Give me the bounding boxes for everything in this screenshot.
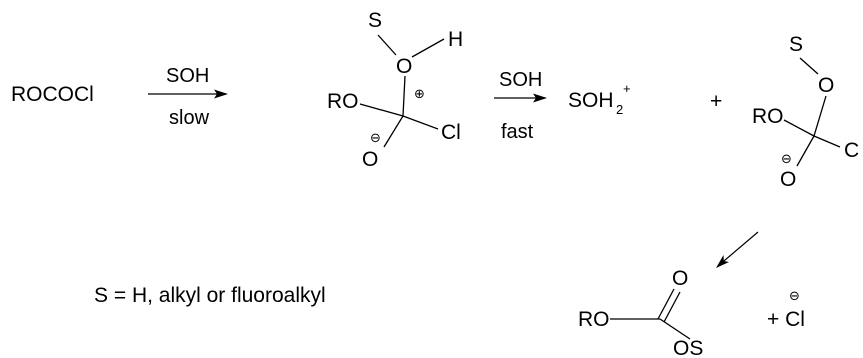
substituent-definition: S = H, alkyl or fluoroalkyl	[94, 284, 326, 307]
bond-c-o-double-a	[657, 288, 675, 320]
tetrahedral-s-label: S	[789, 33, 803, 56]
step1-condition: slow	[169, 107, 210, 129]
tetrahedral-intermediate: S O RO C ⊖ O	[752, 33, 859, 191]
carbonate-product: RO O OS	[578, 267, 703, 358]
chloride-label: + Cl	[767, 308, 805, 331]
bond-c-os	[659, 318, 691, 340]
negative-charge-icon: ⊖	[370, 130, 381, 145]
step1-reagent: SOH	[166, 65, 209, 87]
tetrahedral-negative-charge-icon: ⊖	[781, 151, 792, 166]
step2-condition: fast	[501, 121, 534, 143]
protonated-intermediate: S O H ⊕ RO Cl ⊖ O	[327, 9, 463, 171]
bond-o-c	[402, 75, 406, 117]
bond-o-h	[411, 38, 445, 58]
tetrahedral-oxygen-label: O	[818, 74, 834, 97]
bond-c-o-minus	[383, 115, 404, 148]
tetrahedral-alkoxide-oxygen-label: O	[780, 168, 796, 191]
step1-arrow	[148, 89, 228, 99]
byproduct-subscript: 2	[616, 102, 623, 117]
bond-c-cl-2	[813, 135, 841, 148]
bond-s-o	[377, 34, 397, 56]
plus-sign: +	[710, 90, 722, 113]
chloride-negative-charge-icon: ⊖	[789, 288, 800, 303]
step2-reagent: SOH	[499, 69, 542, 91]
byproduct-base-label: SOH	[568, 89, 614, 112]
intermediate-cl-label: Cl	[441, 121, 461, 144]
product-ro-label: RO	[578, 308, 610, 331]
intermediate-h-label: H	[448, 28, 463, 51]
bond-o-c-2	[813, 95, 827, 137]
intermediate-alkoxide-oxygen-label: O	[362, 148, 378, 171]
reactant-label: ROCOCl	[11, 83, 94, 106]
intermediate-ro-label: RO	[327, 90, 359, 113]
step3-arrow	[716, 231, 759, 268]
intermediate-oxygen-label: O	[396, 55, 412, 78]
bond-ro-c	[359, 103, 404, 117]
positive-charge-icon: ⊕	[414, 86, 425, 101]
chloride-ion: + Cl ⊖	[767, 288, 805, 331]
bond-c-o-minus-2	[796, 135, 815, 167]
bond-c-cl	[402, 115, 439, 130]
step2-arrow	[494, 93, 547, 103]
tetrahedral-ro-label: RO	[752, 105, 784, 128]
product-os-label: OS	[673, 337, 703, 358]
bond-s-o-2	[799, 57, 819, 75]
bond-c-o-double-b	[663, 291, 681, 323]
byproduct-soh2-plus: SOH 2 +	[568, 81, 631, 117]
byproduct-superscript: +	[623, 81, 631, 96]
tetrahedral-cl-label: C	[844, 139, 859, 162]
intermediate-s-label: S	[368, 9, 382, 32]
product-carbonyl-oxygen-label: O	[672, 267, 688, 290]
bond-ro-c-2	[783, 119, 815, 137]
